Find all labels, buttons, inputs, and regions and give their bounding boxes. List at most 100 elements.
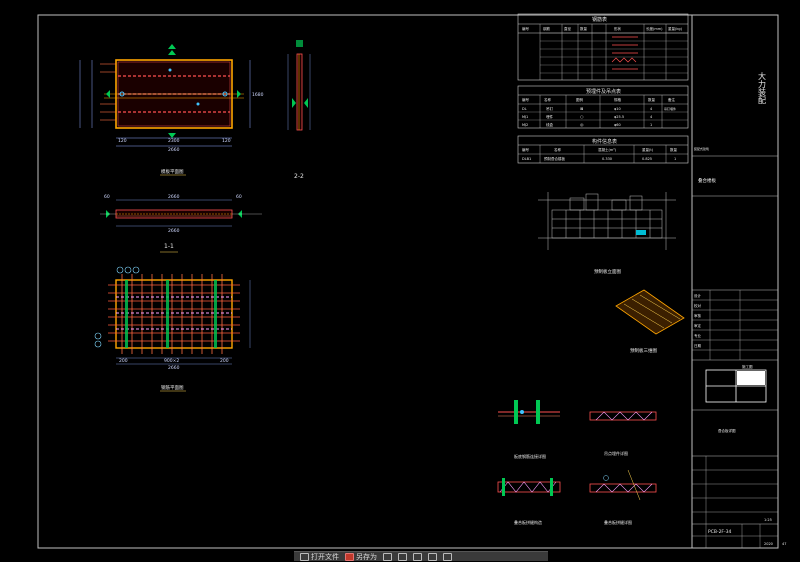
tb-label-0: 设计 xyxy=(694,293,702,298)
t1-h5: 长度(mm) xyxy=(646,26,663,31)
sec11-dim-l: 60 xyxy=(104,194,110,200)
toolbar-open-button[interactable]: 打开文件 xyxy=(300,552,339,562)
tb-label-4: 专业 xyxy=(694,333,702,338)
toolbar-save-button[interactable]: 另存为 xyxy=(345,552,377,562)
rebar-table: 钢筋表 编号 钢筋 直径 数量 形状 长度(mm) 重量(kg) xyxy=(517,13,689,81)
rebar-table-title: 钢筋表 xyxy=(592,16,607,23)
rebar-plan: 200 900×2 200 2660 钢筋平面图 xyxy=(94,266,251,392)
section-2-2-title: 2-2 xyxy=(294,173,304,180)
sec11-dim-bot: 2660 xyxy=(168,228,180,234)
t2-r0c3: φ10 xyxy=(614,107,621,111)
rebar-plan-title: 钢筋平面图 xyxy=(161,384,184,391)
t2-r0c2: ⊠ xyxy=(580,106,583,111)
t3-h1: 名称 xyxy=(554,147,562,152)
t2-r0c5: 吊钉埋件 xyxy=(664,106,676,111)
folder-icon xyxy=(300,552,309,561)
t1-h1: 钢筋 xyxy=(543,26,551,31)
page-number: 47 xyxy=(782,542,786,546)
viewer-toolbar: 打开文件 另存为 xyxy=(294,551,548,561)
project-name: 叠合楼板 xyxy=(698,177,716,184)
component-info-table: 构件信息表 编号 名称 混凝土(m³) 重量(t) 数量 DLB1 预制叠合楼板… xyxy=(517,135,689,164)
t3-c2: 0.330 xyxy=(602,157,612,161)
scale: 1:25 xyxy=(764,518,772,522)
tb-label-1: 校对 xyxy=(694,303,702,308)
t2-h2: 图例 xyxy=(576,97,584,102)
t2-h5: 备注 xyxy=(668,97,676,102)
t2-h0: 编号 xyxy=(522,97,530,102)
t3-c4: 1 xyxy=(674,157,676,161)
date: 2020 xyxy=(764,542,773,546)
toolbar-open-label: 打开文件 xyxy=(311,552,339,561)
t1-h6: 重量(kg) xyxy=(668,26,683,31)
save-icon xyxy=(345,552,354,561)
fit-icon[interactable] xyxy=(428,552,437,561)
detail-2-title: 吊点埋件详图 xyxy=(604,450,628,456)
detail-3: 叠合板拼缝构造 xyxy=(497,478,561,525)
reb-dim-total: 2660 xyxy=(168,365,180,371)
t2-r0c1: 吊钉 xyxy=(546,106,554,111)
detail-4-title: 叠合板拼缝详图 xyxy=(604,519,632,525)
layers-icon[interactable] xyxy=(443,552,452,561)
detail-2: 吊点埋件详图 xyxy=(589,411,657,456)
sheet-frame xyxy=(37,14,779,549)
print-icon[interactable] xyxy=(383,552,392,561)
t2-r2c3: φ60 xyxy=(614,123,621,127)
reb-dim-b: 900×2 xyxy=(164,358,179,364)
section-1-1-title: 1-1 xyxy=(164,243,174,250)
section-1-1: 2660 60 60 2660 1-1 xyxy=(100,194,262,253)
rotate-icon[interactable] xyxy=(413,552,422,561)
company-name-1: 大力装配 xyxy=(758,71,767,105)
t3-c1: 预制叠合楼板 xyxy=(544,156,565,161)
plan-dim-left: 120 xyxy=(118,138,127,144)
plan-view: 120 2300 120 2660 1680 模板平面图 xyxy=(79,44,264,176)
detail-4: 叠合板拼缝详图 xyxy=(589,469,657,525)
t2-r1c1: 埋件 xyxy=(546,114,554,119)
plan-dim-total: 2660 xyxy=(168,147,180,153)
t2-h3: 规格 xyxy=(614,97,622,102)
t3-h2: 混凝土(m³) xyxy=(598,147,617,152)
reb-dim-c: 200 xyxy=(220,358,229,364)
iso-view-title: 预制板三维图 xyxy=(630,347,657,354)
axo-view-title: 预制板立面图 xyxy=(594,268,621,275)
t2-h1: 名称 xyxy=(544,97,552,102)
t3-h0: 编号 xyxy=(522,147,530,152)
embedded-parts-table: 预埋件及吊点表 编号 名称 图例 规格 数量 备注 DL 吊钉 ⊠ φ10 4 … xyxy=(517,85,689,129)
t3-h3: 重量(t) xyxy=(642,147,654,152)
plan-dim-right: 120 xyxy=(222,138,231,144)
layout-elevation: 预制板立面图 xyxy=(538,192,676,275)
t3-c3: 0.825 xyxy=(642,157,652,161)
drawing-number: PCB-2F-34 xyxy=(708,529,732,535)
t1-h0: 编号 xyxy=(522,26,530,31)
sec11-dim-r: 60 xyxy=(236,194,242,200)
tb-label-5: 日期 xyxy=(694,343,702,348)
t2-r1c3: φ25.5 xyxy=(614,115,624,119)
zoom-icon[interactable] xyxy=(398,552,407,561)
t2-r2c1: 线盒 xyxy=(546,122,554,127)
stage: 施工图 xyxy=(742,364,753,369)
detail-1: 板底钢筋连接详图 xyxy=(498,400,560,459)
t2-h4: 数量 xyxy=(648,97,656,102)
title-block: 大力装配 装配式建筑 叠合楼板 设计 校对 审核 审定 专业 日期 施工图 叠合… xyxy=(692,71,786,548)
drawing-title: 叠合板详图 xyxy=(718,428,736,433)
t3-h4: 数量 xyxy=(670,147,678,152)
company-sub: 装配式建筑 xyxy=(694,146,709,151)
t2-r0c4: 4 xyxy=(650,107,653,111)
detail-3-title: 叠合板拼缝构造 xyxy=(514,519,542,525)
plan-view-title: 模板平面图 xyxy=(161,168,184,175)
t2-title: 预埋件及吊点表 xyxy=(586,88,621,95)
t2-r1c0: MJ1 xyxy=(522,115,528,119)
t2-r1c4: 4 xyxy=(650,115,653,119)
tb-label-2: 审核 xyxy=(694,313,702,318)
t3-c0: DLB1 xyxy=(522,157,531,161)
plan-dim-mid: 2300 xyxy=(168,138,180,144)
t2-r0c0: DL xyxy=(522,107,527,111)
reb-dim-a: 200 xyxy=(119,358,128,364)
t1-h3: 数量 xyxy=(580,26,588,31)
toolbar-save-label: 另存为 xyxy=(356,552,377,561)
t2-r1c2: ○ xyxy=(580,114,584,119)
t1-h4: 形状 xyxy=(614,26,622,31)
section-2-2: 2-2 xyxy=(287,40,311,180)
t2-r2c0: MJ2 xyxy=(522,123,528,127)
t3-title: 构件信息表 xyxy=(592,138,617,145)
